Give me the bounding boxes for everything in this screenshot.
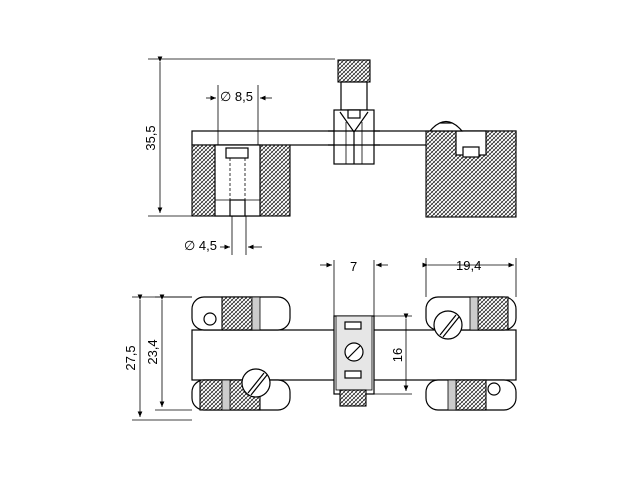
- dim-block-width: 19,4: [456, 258, 481, 273]
- dim-outer-height: 27,5: [123, 345, 138, 370]
- dim-height-total: 35,5: [143, 125, 158, 150]
- middle-clamp-plan: [333, 315, 375, 407]
- screw-head: [428, 120, 464, 132]
- dim-hole-diameter: ∅ 8,5: [220, 89, 253, 104]
- middle-clamp-side: [328, 59, 380, 165]
- dim-clamp-height: 16: [390, 348, 405, 362]
- dim-inner-height: 23,4: [145, 339, 160, 364]
- side-view: 35,5 ∅ 8,5 ∅ 4,5: [143, 56, 517, 255]
- dim-clamp-width: 7: [350, 259, 357, 274]
- dim-slot-diameter: ∅ 4,5: [184, 238, 217, 253]
- right-block-plan-bottom: [425, 379, 517, 411]
- left-block-plan-bottom: [191, 368, 291, 411]
- left-block-plan-top: [191, 296, 291, 331]
- right-block-plan-top: [425, 296, 517, 340]
- plan-view: 7 19,4 16 27,5 23,4: [123, 258, 517, 421]
- left-block-section: [191, 144, 291, 217]
- right-block-section: [425, 120, 517, 218]
